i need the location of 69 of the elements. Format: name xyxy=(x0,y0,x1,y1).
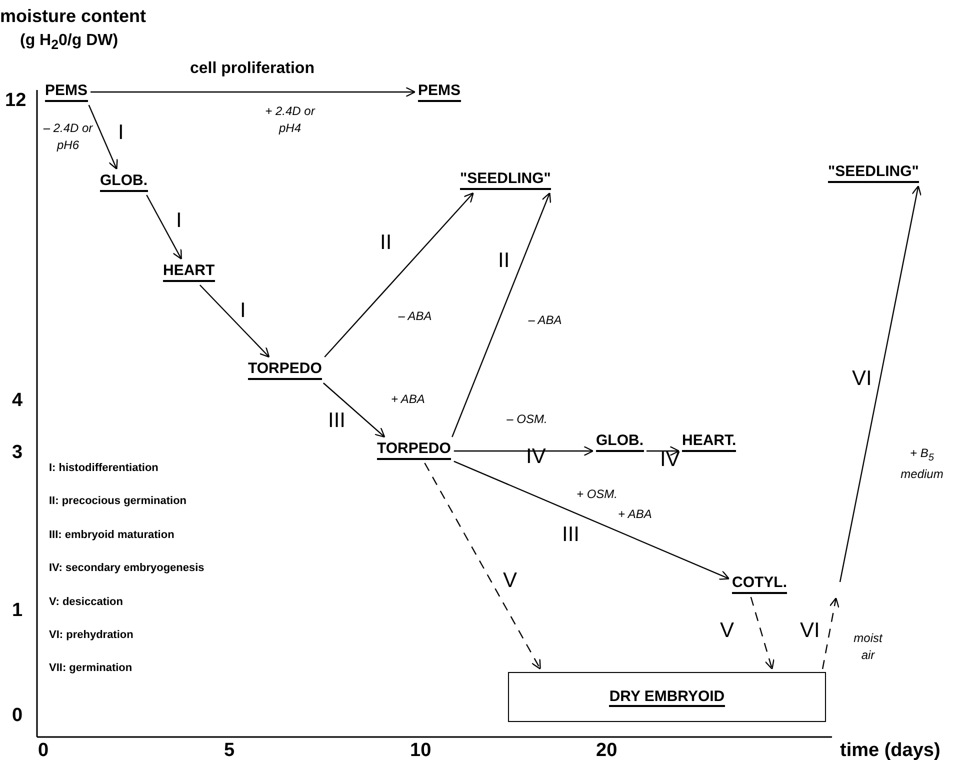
edge-label: I xyxy=(240,300,246,322)
key-entry: VII: germination xyxy=(49,662,132,674)
edge-label: III xyxy=(328,410,346,432)
stage-name: PEMS xyxy=(418,82,461,102)
stage-name: "SEEDLING" xyxy=(460,170,551,190)
axis-tick-label: 5 xyxy=(224,740,235,760)
edge-label: VI xyxy=(800,620,820,642)
edge-label: V xyxy=(720,620,734,642)
axis-title: time (days) xyxy=(840,740,940,760)
key-entry: II: precocious germination xyxy=(49,495,187,507)
axis-tick-label: 0 xyxy=(12,705,23,727)
arrow xyxy=(452,192,552,438)
edge-label: I xyxy=(118,122,124,144)
axis-tick-label: 1 xyxy=(12,600,23,622)
arrow xyxy=(454,446,594,456)
stage-name: HEART xyxy=(163,262,215,282)
edge-label: VI xyxy=(852,368,872,390)
key-entry: V: desiccation xyxy=(49,596,123,608)
edge-label: II xyxy=(380,232,392,254)
condition-note: + ABA xyxy=(390,391,426,408)
edge-label: III xyxy=(562,524,580,546)
stage-name: TORPEDO xyxy=(377,440,451,460)
arrow xyxy=(839,185,922,582)
stage-name: COTYL. xyxy=(732,574,787,594)
key-entry: III: embryoid maturation xyxy=(49,529,174,541)
axis-tick-label: 10 xyxy=(410,740,432,760)
arrow xyxy=(324,192,474,358)
edge-label: I xyxy=(176,210,182,232)
condition-note: moist air xyxy=(852,630,884,664)
stage-name: GLOB. xyxy=(100,172,148,192)
condition-note: – OSM. xyxy=(506,411,548,428)
arrow xyxy=(199,284,270,358)
axis-tick-label: 12 xyxy=(5,90,26,112)
arrow xyxy=(646,446,680,456)
edge-label: cell proliferation xyxy=(190,60,314,78)
arrow xyxy=(323,382,386,438)
condition-note: + ABA xyxy=(617,506,653,523)
dashed-arrow xyxy=(750,596,774,670)
stage-name: HEART. xyxy=(682,432,736,452)
stage-name: "SEEDLING" xyxy=(828,163,919,183)
dashed-arrow xyxy=(822,597,840,670)
key-entry: I: histodifferentiation xyxy=(49,462,158,474)
edge-label: II xyxy=(498,250,510,272)
axis-tick-label: 20 xyxy=(596,740,618,760)
condition-note: – ABA xyxy=(527,312,563,329)
stage-name: DRY EMBRYOID xyxy=(609,688,725,706)
stage-name: GLOB. xyxy=(596,432,644,452)
stage-box xyxy=(508,672,826,722)
arrow xyxy=(146,194,182,260)
axis-tick-label: 3 xyxy=(12,442,23,464)
stage-name: TORPEDO xyxy=(248,360,322,380)
edge-label: IV xyxy=(660,449,680,471)
arrow xyxy=(90,86,416,98)
condition-note: + 2.4D or pH4 xyxy=(264,103,316,137)
condition-note: – 2.4D or pH6 xyxy=(42,120,94,154)
stage-name: PEMS xyxy=(45,82,88,102)
condition-note: – ABA xyxy=(397,308,433,325)
condition-note: + OSM. xyxy=(575,486,618,503)
axis-unit: (g H$_{2}$0/g DW) xyxy=(20,32,118,52)
arrow xyxy=(454,460,730,580)
key-entry: IV: secondary embryogenesis xyxy=(49,562,204,574)
key-entry: VI: prehydration xyxy=(49,629,134,641)
edge-label: V xyxy=(503,570,518,592)
condition-note: + B$_{5}$ medium xyxy=(900,445,944,484)
axis-tick-label: 0 xyxy=(38,740,49,760)
arrow xyxy=(88,104,118,170)
axis-tick-label: 4 xyxy=(12,390,23,412)
axis-title: moisture content xyxy=(0,6,146,27)
dashed-arrow xyxy=(424,462,541,670)
